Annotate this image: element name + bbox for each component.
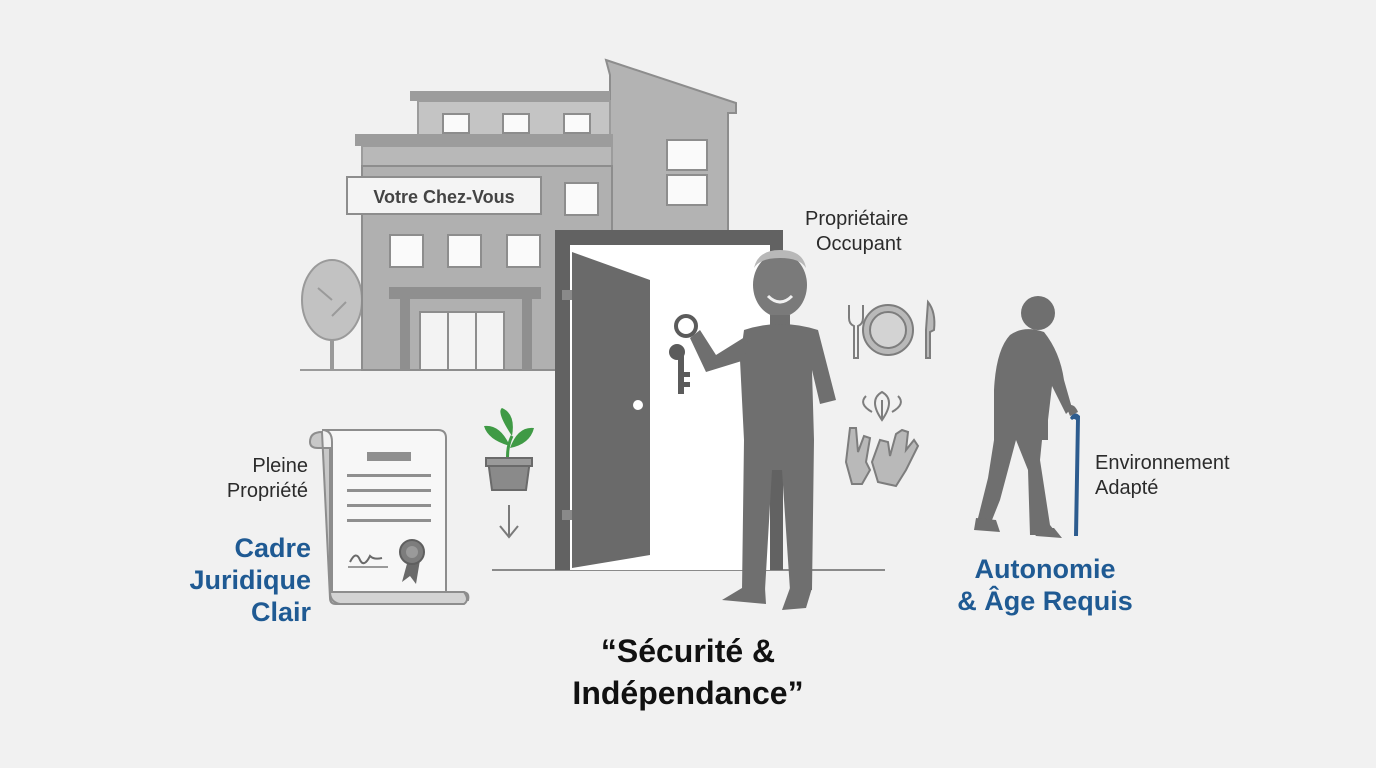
adapted-environment-line-2: Adapté — [1095, 477, 1159, 499]
adapted-environment-label: Environnement Adapté — [1095, 451, 1230, 501]
autonomy-age-line-1: Autonomie — [974, 554, 1116, 584]
door-icon — [555, 230, 783, 570]
legal-framework-line-2: Juridique — [189, 565, 311, 595]
deed-scroll-icon — [308, 429, 470, 605]
quote-line-1: “Sécurité & — [600, 633, 776, 669]
legal-framework-line-3: Clair — [250, 597, 311, 627]
security-independence-quote: “Sécurité & Indépendance” — [488, 630, 888, 714]
down-arrow-icon — [499, 505, 519, 539]
tree-icon — [301, 259, 363, 370]
full-ownership-label: Pleine Propriété — [190, 454, 308, 504]
elderly-cane-icon — [974, 296, 1080, 538]
owner-occupant-line-2: Occupant — [816, 233, 902, 255]
plant-pot-icon — [484, 408, 534, 491]
legal-framework-title: Cadre Juridique Clair — [150, 532, 311, 628]
autonomy-age-title: Autonomie & Âge Requis — [930, 553, 1160, 617]
building-sign-text: Votre Chez-Vous — [373, 187, 514, 207]
adapted-environment-line-1: Environnement — [1095, 452, 1230, 474]
owner-occupant-label: Propriétaire Occupant — [805, 207, 908, 257]
senior-man-icon — [690, 250, 836, 610]
autonomy-age-line-2: & Âge Requis — [957, 586, 1133, 616]
quote-line-2: Indépendance” — [572, 675, 804, 711]
full-ownership-line-1: Pleine — [252, 455, 308, 477]
building-sign: Votre Chez-Vous — [346, 176, 542, 215]
gloves-icon — [844, 390, 920, 488]
owner-occupant-line-1: Propriétaire — [805, 208, 909, 230]
key-icon — [669, 314, 698, 394]
plate-cutlery-icon — [848, 299, 936, 359]
full-ownership-line-2: Propriété — [226, 480, 308, 502]
legal-framework-line-1: Cadre — [234, 533, 311, 563]
